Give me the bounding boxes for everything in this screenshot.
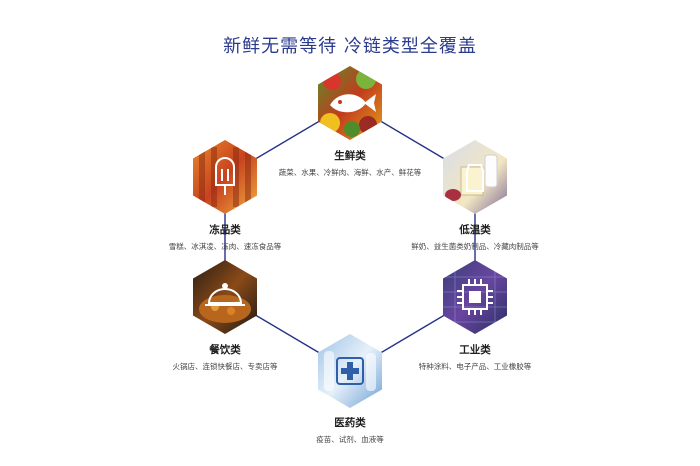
category-desc: 疫苗、试剂、血液等 — [316, 435, 384, 444]
page-title: 新鲜无需等待 冷链类型全覆盖 — [223, 36, 477, 57]
milk-icon — [466, 164, 484, 192]
category-low-temp: 低温类 鲜奶、益生菌类奶制品、冷藏肉制品等 — [411, 222, 539, 252]
category-medical: 医药类 疫苗、试剂、血液等 — [316, 415, 384, 445]
hex-frozen — [193, 140, 257, 214]
category-name: 工业类 — [459, 344, 491, 356]
fish-icon — [330, 94, 376, 113]
category-frozen: 冻品类 雪糕、冰淇凌、冻肉、速冻食品等 — [169, 222, 282, 252]
hex-low-temp — [443, 140, 507, 214]
hex-fresh — [318, 66, 382, 140]
category-desc: 火锅店、连锁快餐店、专卖店等 — [172, 362, 278, 371]
popsicle-icon — [215, 157, 235, 195]
category-name: 餐饮类 — [209, 344, 241, 356]
category-industrial: 工业类 特种涂料、电子产品、工业橡胶等 — [419, 342, 532, 372]
hex-industrial — [443, 260, 507, 334]
category-name: 低温类 — [459, 224, 491, 236]
category-name: 生鲜类 — [334, 150, 366, 162]
category-desc: 蔬菜、水果、冷鲜肉、海鲜、水产、鲜花等 — [278, 168, 422, 177]
chip-icon — [457, 279, 493, 315]
category-name: 医药类 — [334, 417, 366, 429]
category-catering: 餐饮类 火锅店、连锁快餐店、专卖店等 — [173, 342, 278, 372]
medical-cross-icon — [336, 357, 364, 385]
cloche-icon — [205, 283, 245, 306]
category-desc: 特种涂料、电子产品、工业橡胶等 — [418, 362, 532, 371]
category-desc: 雪糕、冰淇凌、冻肉、速冻食品等 — [168, 242, 282, 251]
category-name: 冻品类 — [209, 224, 241, 236]
category-fresh: 生鲜类 蔬菜、水果、冷鲜肉、海鲜、水产、鲜花等 — [279, 148, 422, 178]
hex-catering — [193, 260, 257, 334]
category-desc: 鲜奶、益生菌类奶制品、冷藏肉制品等 — [411, 242, 539, 251]
hex-medical — [318, 334, 382, 408]
